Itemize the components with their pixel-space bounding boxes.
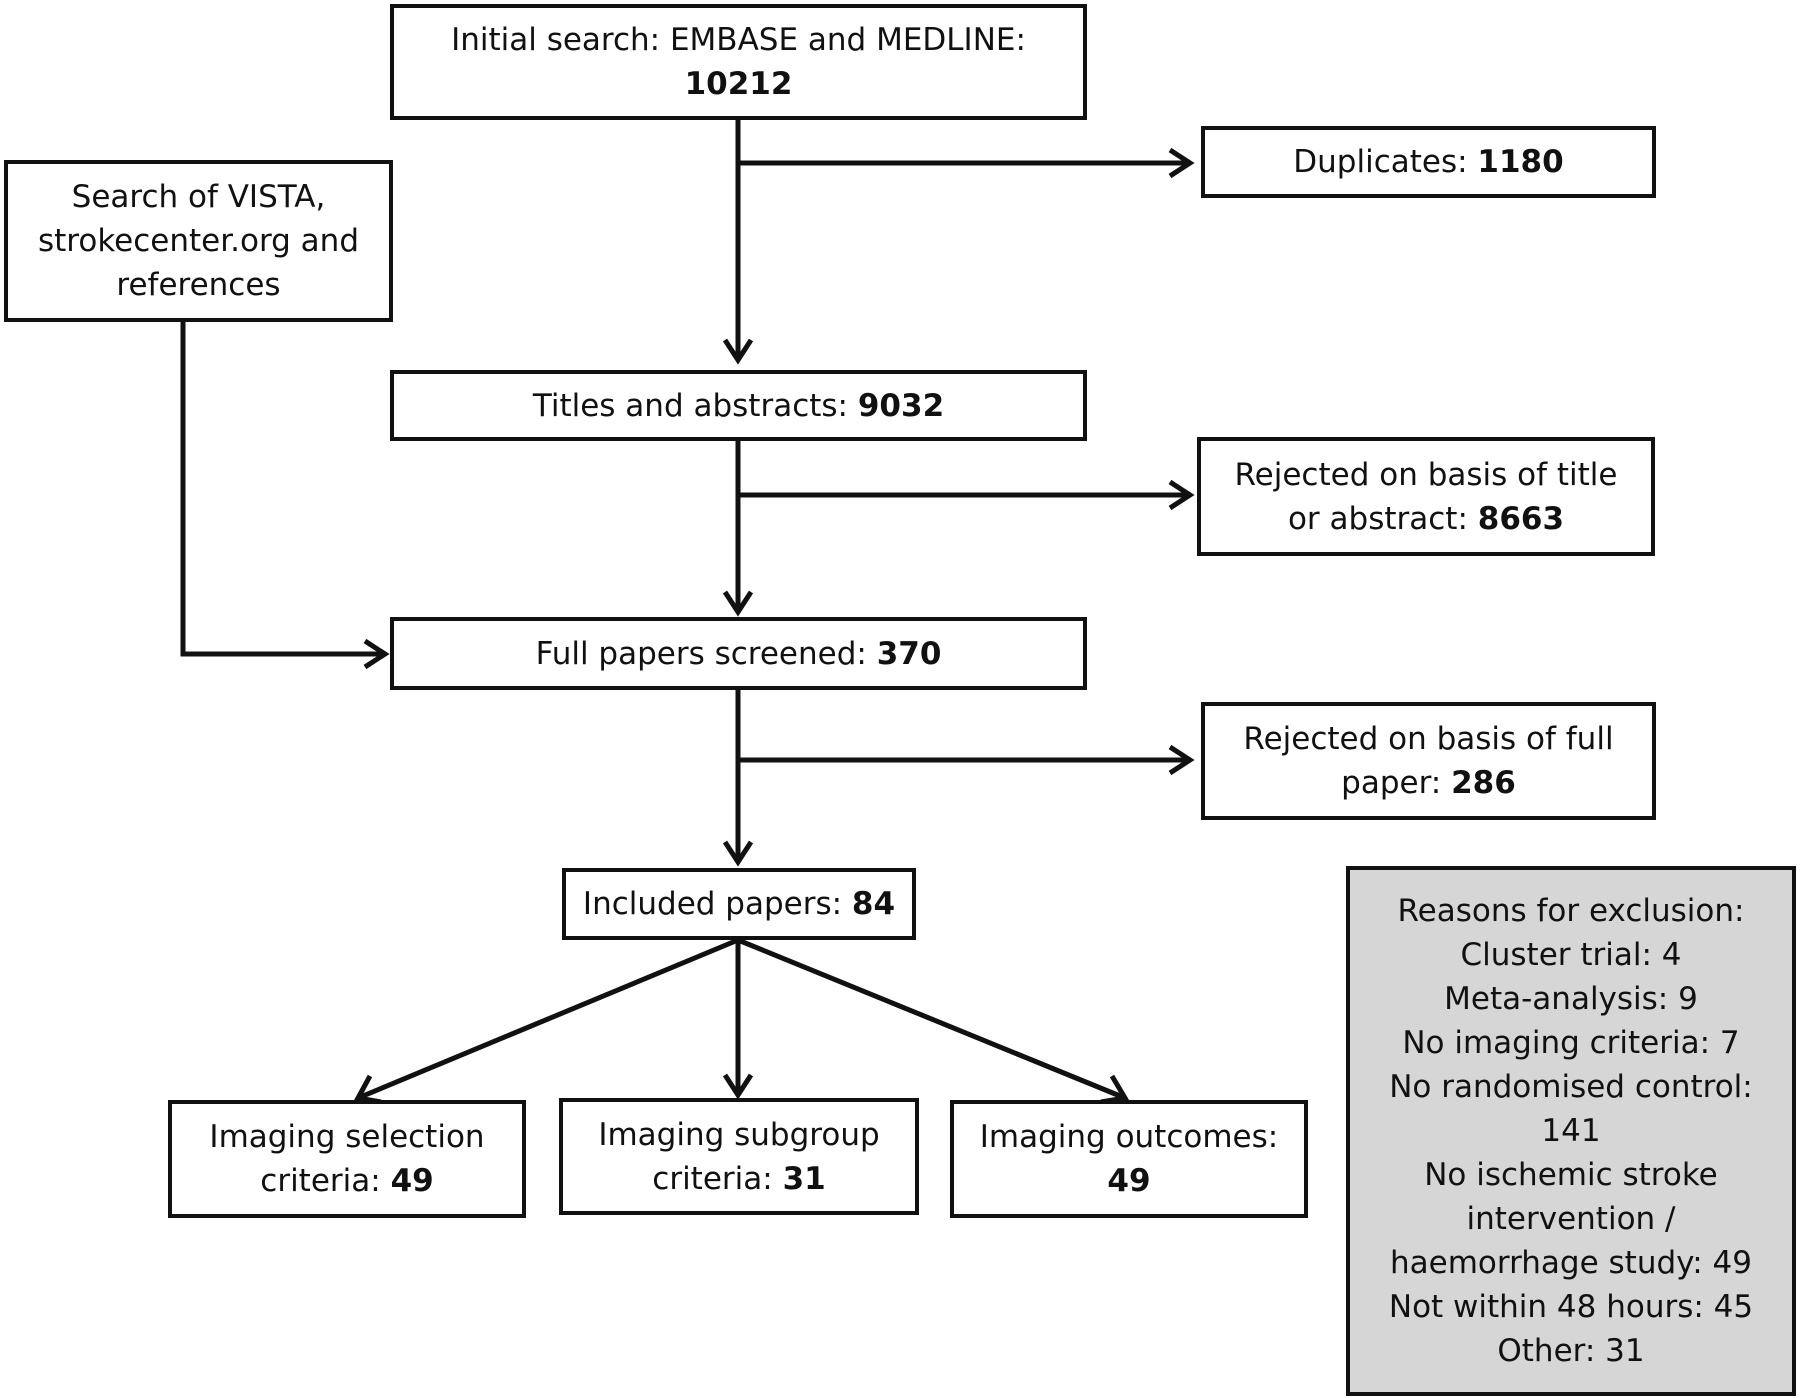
arrowhead-full-papers: [722, 590, 754, 617]
imaging-outcomes-line1: Imaging outcomes:: [979, 1119, 1279, 1155]
arrowhead-rejected-title: [1168, 479, 1195, 511]
other-search-line2: strokecenter.org and: [37, 223, 360, 259]
duplicates-box: Duplicates: 1180: [1201, 126, 1656, 198]
imaging-outcomes-box: Imaging outcomes: 49: [950, 1100, 1308, 1218]
exclusion-reason-line: 141: [1541, 1113, 1601, 1149]
initial-search-box: Initial search: EMBASE and MEDLINE: 1021…: [390, 4, 1087, 120]
arrowhead-rejected-full: [1168, 744, 1195, 776]
imaging-outcomes-count: 49: [1107, 1163, 1151, 1199]
full-papers-box: Full papers screened: 370: [390, 617, 1087, 690]
arrowhead-other-search: [363, 638, 390, 670]
imaging-subgroup-label: criteria:: [652, 1160, 783, 1197]
imaging-selection-box: Imaging selection criteria: 49: [168, 1100, 526, 1218]
rejected-title-label: or abstract:: [1287, 500, 1478, 537]
full-papers-label: Full papers screened:: [535, 635, 877, 672]
included-papers-label: Included papers:: [582, 886, 852, 922]
included-papers-box: Included papers: 84: [562, 868, 916, 940]
imaging-subgroup-line1: Imaging subgroup: [598, 1116, 880, 1153]
rejected-full-count: 286: [1451, 765, 1516, 801]
titles-abstracts-label: Titles and abstracts:: [532, 387, 858, 424]
titles-abstracts-count: 9032: [857, 387, 945, 424]
exclusion-reason-line: No imaging criteria: 7: [1402, 1025, 1740, 1061]
arrow-included-to-outcomes: [737, 937, 1126, 1101]
rejected-title-box: Rejected on basis of title or abstract: …: [1197, 437, 1655, 556]
imaging-selection-line1: Imaging selection: [209, 1119, 485, 1155]
exclusion-reason-line: Not within 48 hours: 45: [1388, 1289, 1754, 1325]
full-papers-count: 370: [876, 635, 942, 672]
rejected-full-label: paper:: [1341, 765, 1452, 801]
exclusion-reason-line: Cluster trial: 4: [1460, 937, 1682, 973]
titles-abstracts-box: Titles and abstracts: 9032: [390, 370, 1087, 441]
other-search-line1: Search of VISTA,: [71, 179, 326, 215]
arrow-other-search-to-full: [180, 320, 385, 657]
arrow-included-to-selection: [357, 937, 739, 1101]
other-search-box: Search of VISTA, strokecenter.org and re…: [4, 160, 393, 322]
exclusion-reason-line: No randomised control:: [1389, 1069, 1753, 1105]
duplicates-label: Duplicates:: [1293, 144, 1478, 180]
arrowhead-titles: [722, 338, 754, 365]
arrowhead-included: [722, 840, 754, 867]
initial-search-count: 10212: [684, 66, 793, 102]
exclusion-reason-line: intervention /: [1466, 1201, 1676, 1237]
rejected-title-line1: Rejected on basis of title: [1234, 456, 1618, 493]
exclusion-reasons-box: Reasons for exclusion: Cluster trial: 4 …: [1346, 866, 1796, 1396]
imaging-selection-count: 49: [390, 1163, 434, 1199]
duplicates-count: 1180: [1477, 144, 1564, 180]
exclusion-reason-line: No ischemic stroke: [1424, 1157, 1718, 1193]
exclusion-reasons-title: Reasons for exclusion:: [1397, 893, 1745, 929]
rejected-title-count: 8663: [1477, 500, 1565, 537]
arrowhead-subgroup: [722, 1073, 754, 1100]
initial-search-label: Initial search: EMBASE and MEDLINE:: [451, 22, 1026, 58]
other-search-line3: references: [116, 267, 281, 303]
exclusion-reason-line: Other: 31: [1497, 1333, 1645, 1369]
imaging-subgroup-box: Imaging subgroup criteria: 31: [559, 1098, 919, 1215]
exclusion-reason-line: haemorrhage study: 49: [1390, 1245, 1752, 1281]
imaging-subgroup-count: 31: [782, 1160, 826, 1197]
arrowhead-duplicates: [1168, 147, 1195, 179]
rejected-full-line1: Rejected on basis of full: [1243, 721, 1614, 757]
exclusion-reason-line: Meta-analysis: 9: [1444, 981, 1698, 1017]
imaging-selection-label: criteria:: [260, 1163, 391, 1199]
included-papers-count: 84: [851, 886, 896, 922]
rejected-full-box: Rejected on basis of full paper: 286: [1201, 702, 1656, 820]
